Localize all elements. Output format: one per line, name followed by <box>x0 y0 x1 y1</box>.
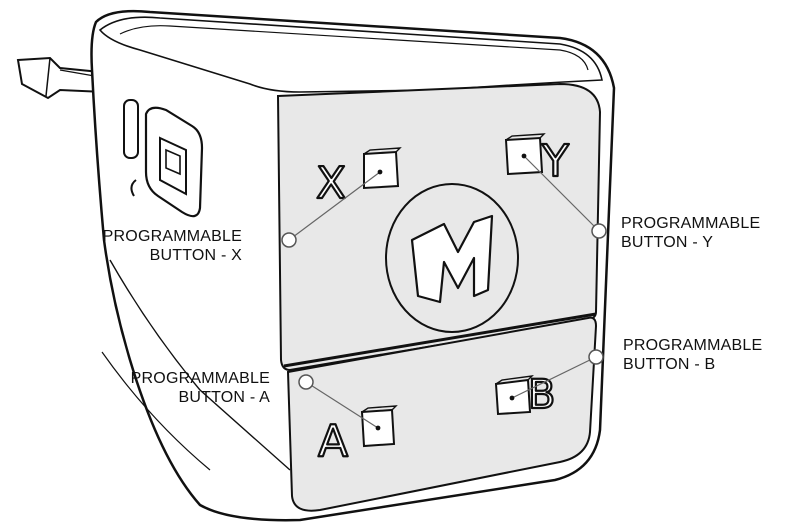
callout-b-line2: BUTTON - B <box>623 356 716 373</box>
button-letter-y: Y <box>541 136 569 187</box>
callout-y-line2: BUTTON - Y <box>621 234 714 251</box>
callout-dot <box>298 374 314 390</box>
callout-a-line1: PROGRAMMABLE <box>130 370 270 387</box>
callout-x-line2: BUTTON - X <box>149 247 242 264</box>
logo-emblem <box>385 183 519 333</box>
callout-dot <box>591 223 607 239</box>
callout-lines <box>288 155 600 429</box>
power-switch <box>123 99 139 159</box>
button-letter-a: A <box>318 416 348 467</box>
callout-dot <box>521 153 527 159</box>
callout-dot <box>377 169 383 175</box>
callout-x-line1: PROGRAMMABLE <box>102 228 242 245</box>
callout-dot <box>509 395 515 401</box>
callout-dot <box>588 349 604 365</box>
callout-y-line1: PROGRAMMABLE <box>621 215 761 232</box>
callout-label-x: PROGRAMMABLE BUTTON - X <box>60 227 242 265</box>
callout-label-y: PROGRAMMABLE BUTTON - Y <box>621 214 760 252</box>
callout-label-a: PROGRAMMABLE BUTTON - A <box>80 369 270 407</box>
callout-dot <box>375 425 381 431</box>
usb-port <box>130 106 204 218</box>
callout-a-line2: BUTTON - A <box>178 389 270 406</box>
button-x <box>363 147 402 190</box>
callout-dot <box>281 232 297 248</box>
callout-label-b: PROGRAMMABLE BUTTON - B <box>623 336 762 374</box>
callout-b-line1: PROGRAMMABLE <box>623 337 763 354</box>
